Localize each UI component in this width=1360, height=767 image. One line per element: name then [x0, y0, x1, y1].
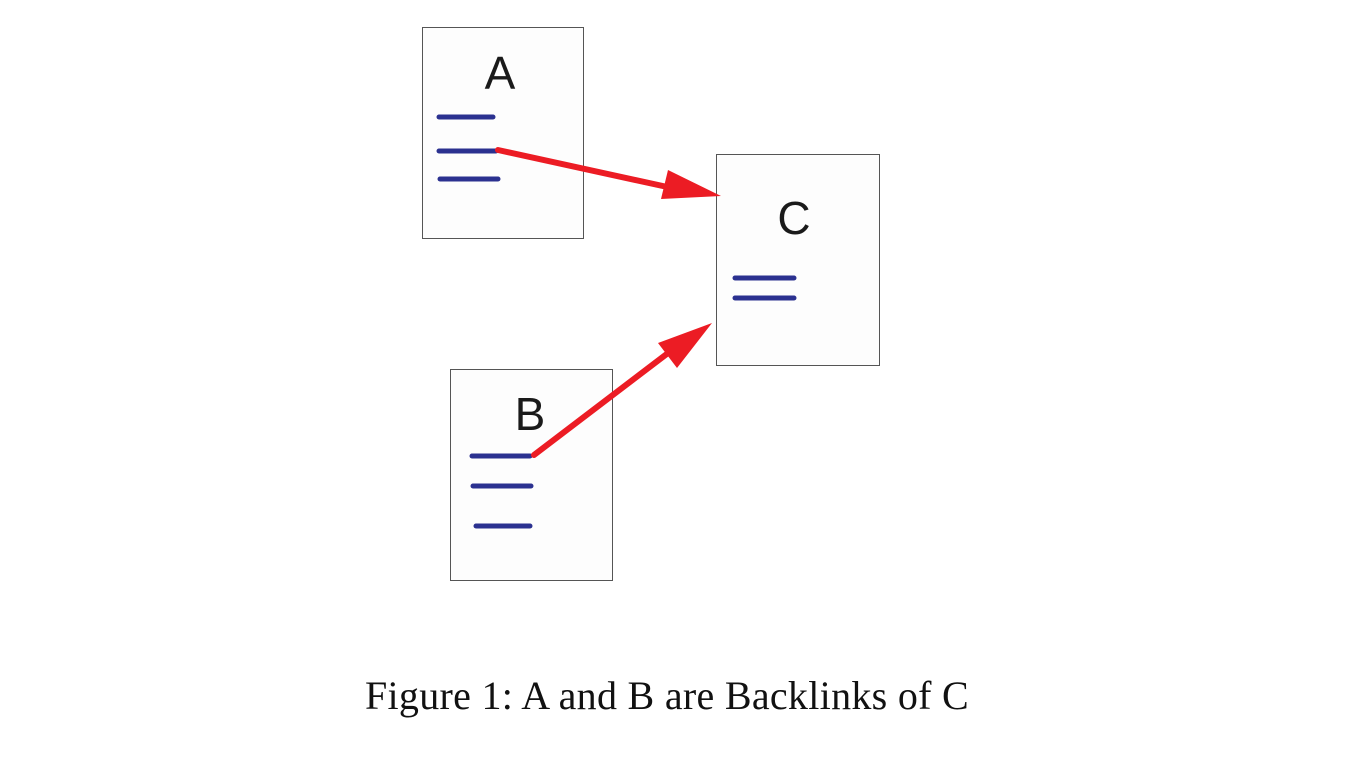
arrow-a-to-c-head	[661, 170, 721, 199]
arrow-b-to-c-head	[658, 323, 712, 368]
document-a: A	[422, 27, 584, 239]
document-b-label: B	[515, 388, 546, 440]
document-c-label: C	[777, 192, 810, 244]
document-c-box	[716, 154, 880, 366]
document-a-label: A	[485, 47, 516, 99]
arrow-a-to-c-shaft	[495, 147, 675, 191]
arrow-b-to-c-shaft	[531, 347, 675, 458]
link-b-to-c	[531, 323, 712, 458]
figure-caption: Figure 1: A and B are Backlinks of C	[364, 673, 970, 718]
document-b: B	[450, 369, 613, 581]
link-a-to-c	[495, 147, 721, 199]
document-a-box	[422, 27, 584, 239]
document-c: C	[716, 154, 880, 366]
document-b-box	[450, 369, 613, 581]
